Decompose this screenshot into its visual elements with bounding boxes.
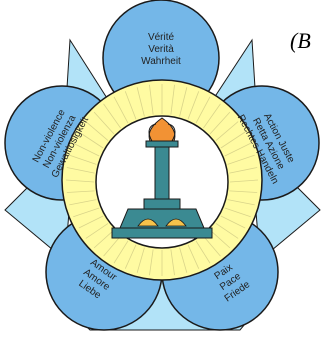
- label-top-line-3: Wahrheit: [141, 56, 181, 67]
- pillar-pedestal: [120, 209, 204, 228]
- label-top-line-2: Verità: [148, 44, 174, 55]
- pillar-shaft: [155, 147, 169, 199]
- pillar-capital: [146, 141, 178, 147]
- label-top-line-1: Vérité: [148, 32, 175, 43]
- pillar-platform: [112, 228, 212, 238]
- pillar-base: [144, 199, 180, 209]
